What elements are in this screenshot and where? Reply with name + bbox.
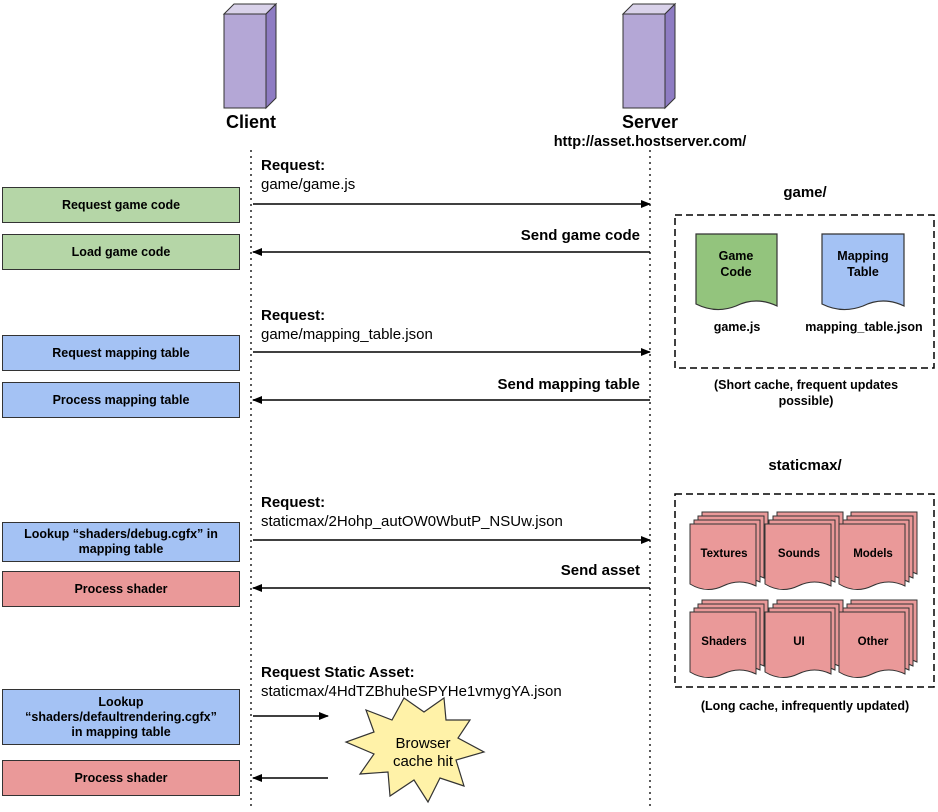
- stack-label-shaders: Shaders: [701, 636, 747, 648]
- step-lookup-debug-shader: Lookup “shaders/debug.cgfx” in mapping t…: [2, 522, 240, 562]
- server-url: http://asset.hostserver.com/: [553, 134, 747, 150]
- mapping-table-doc-icon: [821, 233, 905, 311]
- stack-models-icon: [838, 511, 918, 590]
- stack-other-icon: [838, 599, 918, 678]
- stack-label-models: Models: [853, 548, 893, 560]
- staticmax-folder-title: staticmax/: [768, 457, 842, 474]
- step-process-shader-2: Process shader: [2, 760, 240, 796]
- game-folder-title: game/: [783, 184, 827, 201]
- client-server-icon: [222, 2, 278, 110]
- msg-request-1-path: game/game.js: [261, 176, 356, 193]
- step-lookup-default-shader: Lookup “shaders/defaultrendering.cgfx” i…: [2, 689, 240, 745]
- game-code-doc-icon: [695, 233, 778, 311]
- step-load-game-code: Load game code: [2, 234, 240, 270]
- msg-request-4-title: Request Static Asset:: [261, 664, 415, 681]
- game-folder-box: [674, 214, 935, 369]
- game-code-doc-text: Game Code: [718, 249, 754, 279]
- game-folder-note: (Short cache, frequent updates possible): [713, 378, 899, 408]
- stack-label-ui: UI: [793, 636, 805, 648]
- cache-hit-label: Browser cache hit: [392, 735, 454, 770]
- stack-sounds-icon: [764, 511, 844, 590]
- asset-stacks: [689, 511, 918, 678]
- msg-send-asset: Send asset: [560, 562, 640, 579]
- server-icon: [621, 2, 677, 110]
- stack-label-other: Other: [857, 636, 889, 648]
- stack-shaders-icon: [689, 599, 769, 678]
- staticmax-folder-box: [674, 493, 935, 688]
- stack-label-textures: Textures: [700, 548, 748, 560]
- staticmax-folder-note: (Long cache, infrequently updated): [700, 699, 910, 713]
- step-request-game-code: Request game code: [2, 187, 240, 223]
- msg-request-3-title: Request:: [261, 494, 326, 511]
- mapping-table-doc-text: Mapping Table: [837, 249, 889, 279]
- client-label: Client: [225, 112, 276, 132]
- stack-ui-icon: [764, 599, 844, 678]
- server-label: Server: [621, 112, 679, 132]
- msg-request-2-title: Request:: [261, 307, 326, 324]
- msg-send-game-code: Send game code: [520, 227, 640, 244]
- msg-send-mapping-table: Send mapping table: [497, 376, 640, 393]
- step-request-mapping-table: Request mapping table: [2, 335, 240, 371]
- msg-request-4-path: staticmax/4HdTZBhuheSPYHe1vmygYA.json: [261, 683, 562, 700]
- cache-hit-star: [344, 696, 486, 804]
- msg-request-1-title: Request:: [261, 157, 326, 174]
- step-process-shader-1: Process shader: [2, 571, 240, 607]
- step-process-mapping-table: Process mapping table: [2, 382, 240, 418]
- stack-label-sounds: Sounds: [777, 548, 821, 560]
- mapping-table-filename: mapping_table.json: [805, 320, 923, 334]
- msg-request-3-path: staticmax/2Hohp_autOW0WbutP_NSUw.json: [261, 513, 563, 530]
- game-js-filename: game.js: [713, 320, 761, 334]
- msg-request-2-path: game/mapping_table.json: [261, 326, 433, 343]
